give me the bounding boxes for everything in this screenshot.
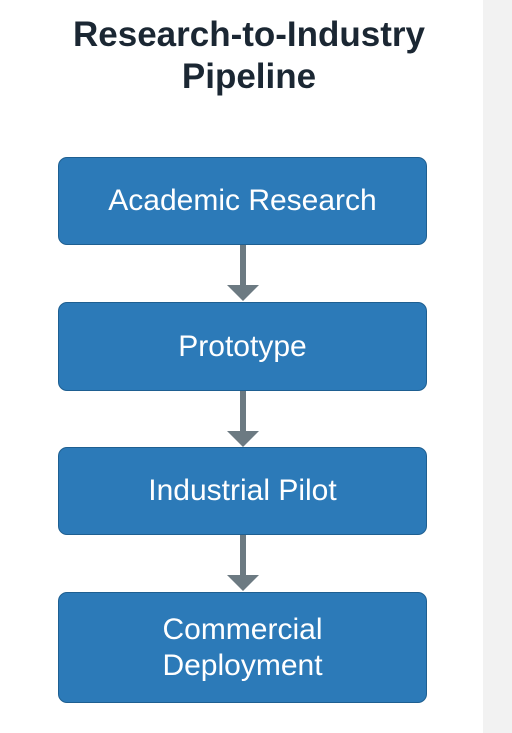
step-prototype: Prototype [58, 302, 427, 391]
title-line-1: Research-to-Industry [72, 15, 426, 54]
arrow-down-icon [227, 245, 259, 301]
title-line-2: Pipeline [181, 57, 317, 96]
step-label: Commercial Deployment [162, 612, 322, 684]
step-label: Prototype [178, 329, 307, 363]
step-industrial-pilot: Industrial Pilot [58, 447, 427, 535]
right-edge-strip [483, 0, 512, 733]
step-academic-research: Academic Research [58, 157, 427, 245]
step-label: Industrial Pilot [148, 474, 337, 507]
step-label-line-1: Commercial [162, 612, 323, 646]
step-label-line-2: Deployment [162, 648, 323, 682]
arrow-down-icon [227, 391, 259, 447]
arrow-down-icon [227, 535, 259, 591]
diagram-title: Research-to-Industry Pipeline [0, 14, 498, 98]
step-label: Academic Research [108, 184, 377, 217]
step-commercial-deployment: Commercial Deployment [58, 592, 427, 703]
